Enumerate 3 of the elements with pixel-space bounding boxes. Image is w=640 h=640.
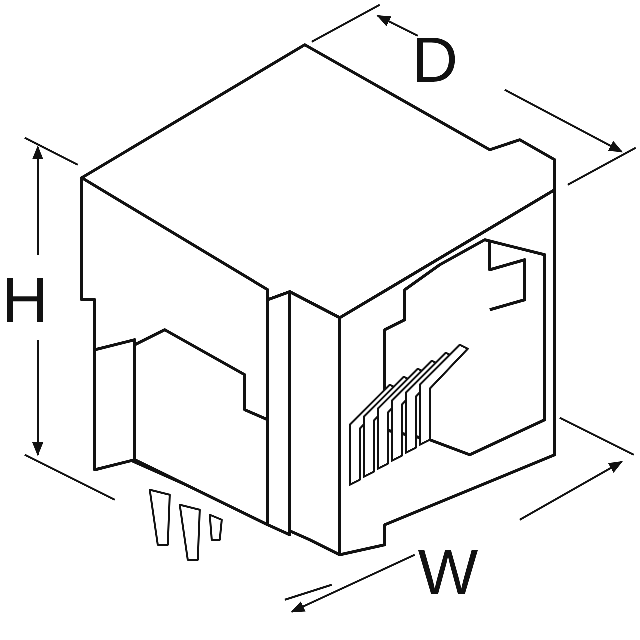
- dimension-label: D: [412, 28, 458, 92]
- dimension-label: H: [2, 268, 48, 332]
- dimension-label: W: [418, 540, 478, 604]
